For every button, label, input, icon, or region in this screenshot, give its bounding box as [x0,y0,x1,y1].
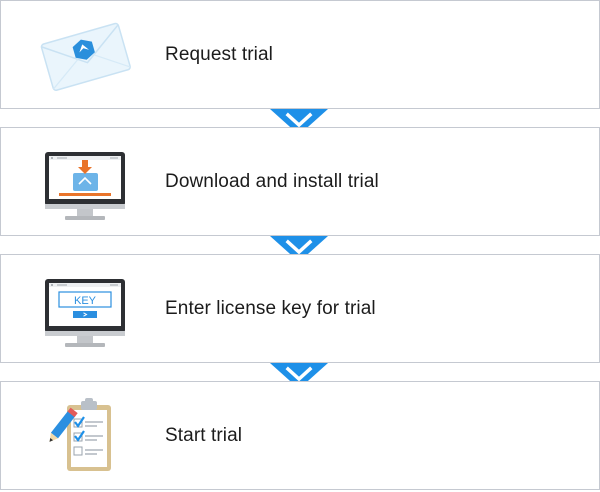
step-label: Start trial [165,425,243,446]
chevron-down-icon [270,109,328,135]
chevron-down-icon [270,363,328,389]
key-screen-text: KEY [74,295,97,307]
step-label: Request trial [165,44,273,65]
step-label: Enter license key for trial [165,298,376,319]
envelope-icon [40,22,131,92]
chevron-down-icon [270,236,328,262]
step-start-trial: Start trial [0,381,600,490]
monitor-key-icon: KEY [45,279,125,347]
monitor-download-icon [45,152,125,220]
step-request-trial: Request trial [0,0,600,109]
checklist-clipboard-icon [49,398,111,471]
step-enter-license-key: KEY Enter license key for trial [0,254,600,363]
step-label: Download and install trial [165,171,379,192]
step-download-install: Download and install trial [0,127,600,236]
